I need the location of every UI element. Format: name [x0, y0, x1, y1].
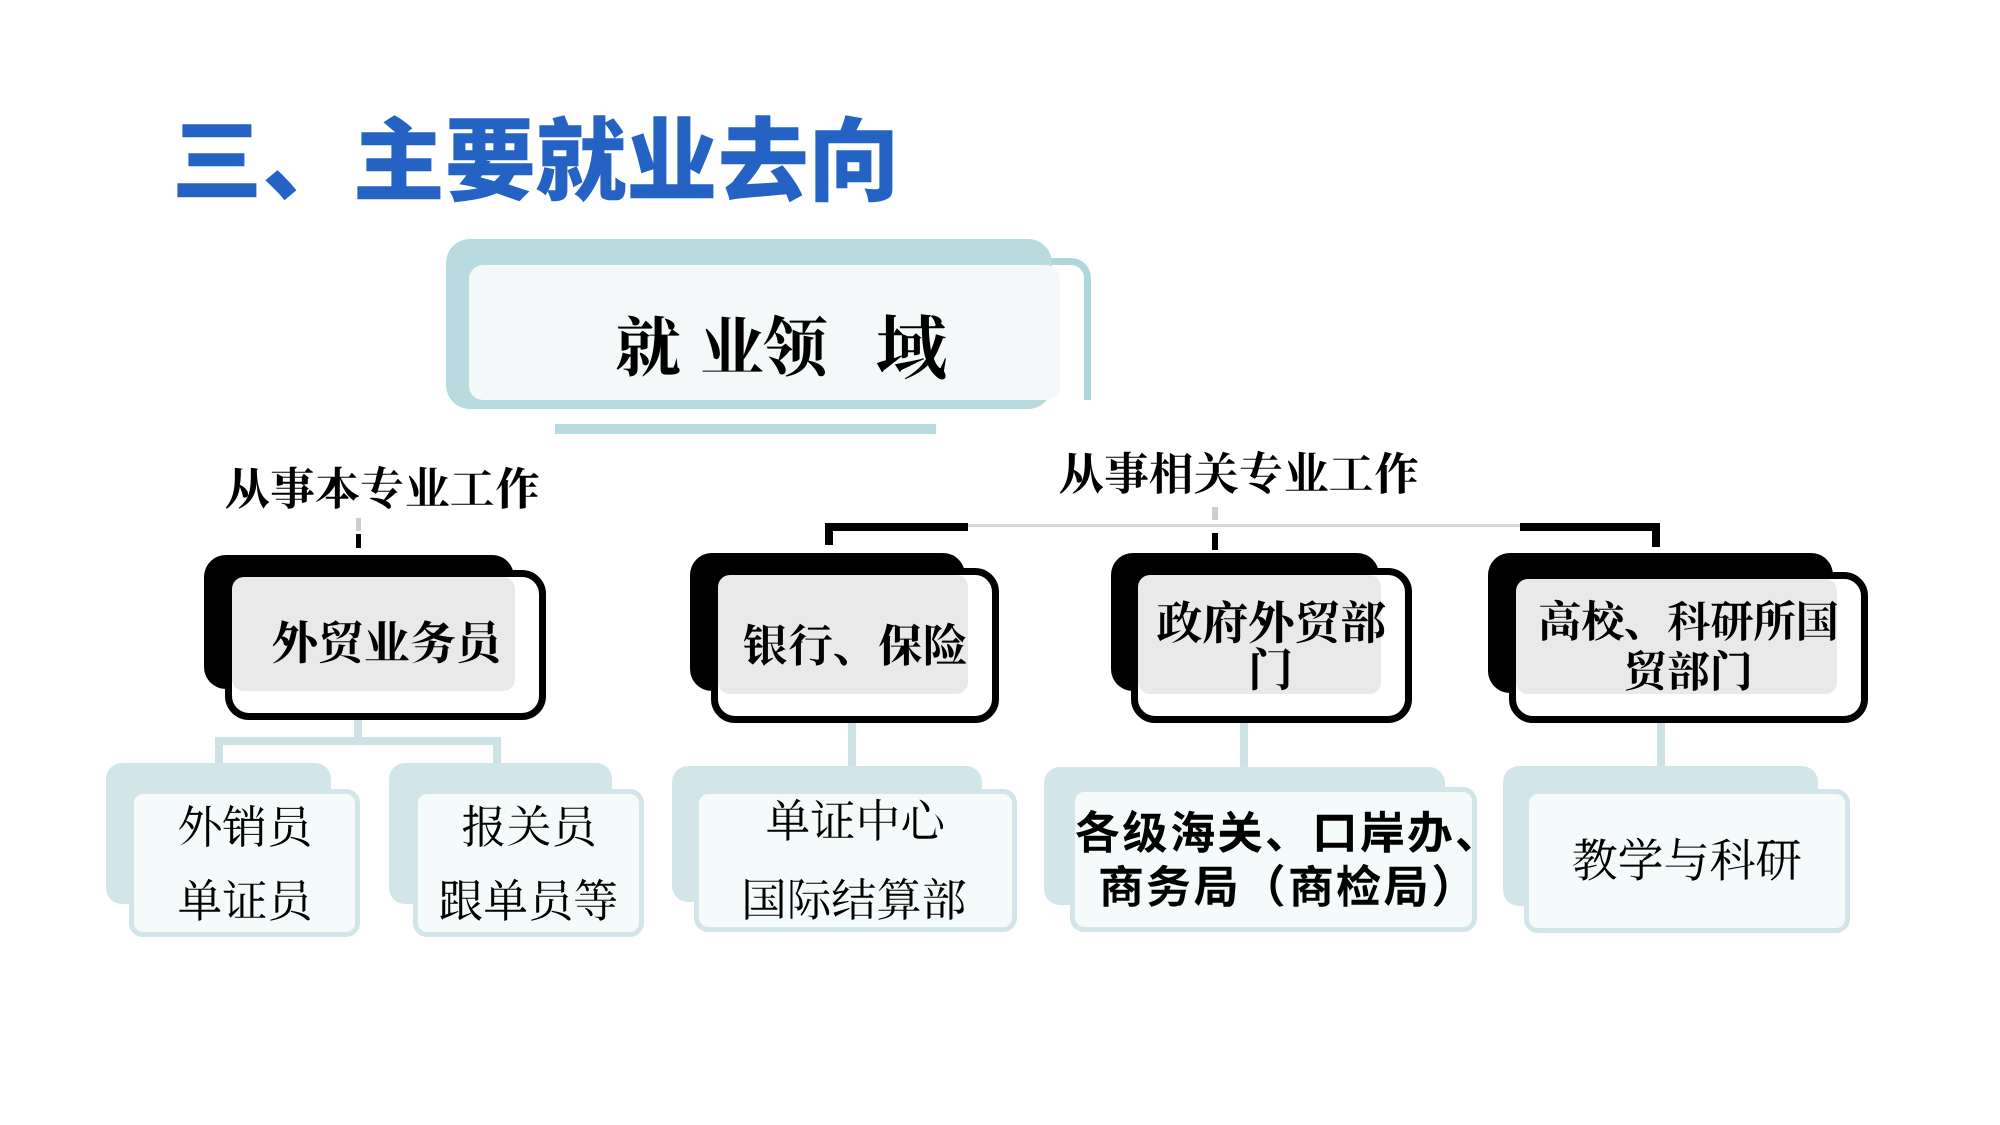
- connector-elbow-right-h: [1520, 523, 1660, 531]
- text-glyph-outline: [462, 804, 595, 847]
- connector-trunk-line: [968, 524, 1520, 527]
- node-zhengfu-label-line1: [1157, 600, 1386, 644]
- subnode-haiguan-label-line2: [1100, 864, 1447, 908]
- text-glyph-outline: [440, 879, 617, 922]
- subnode-baoguanyuan-label-line2: [440, 879, 617, 922]
- text-glyph-outline: [876, 314, 946, 380]
- connector-elbow-left-h: [827, 523, 968, 531]
- text-glyph-outline: [1157, 600, 1386, 644]
- subnode-waixiaoyuan-label-line2: [179, 878, 310, 921]
- text-glyph-outline: [1252, 647, 1291, 691]
- branch-left-label-text: [225, 466, 539, 510]
- subnode-waixiaoyuan-frame: [129, 789, 360, 937]
- subnode-danzheng-label-line1: [767, 798, 944, 841]
- node-gaoxiao-label-line2: [1626, 649, 1751, 691]
- root-underline-bar: [555, 424, 936, 434]
- slide-title-text: [177, 115, 893, 203]
- text-glyph-outline: [225, 466, 539, 510]
- subnode-danzheng-label-line2: [745, 878, 966, 921]
- connector-dash-right-black: [1212, 533, 1218, 550]
- text-glyph-outline: [179, 805, 310, 848]
- node-yinhang-label-line1: [743, 622, 966, 666]
- node-zhengfu-label-line2: [1252, 647, 1291, 691]
- branch-right-label-text: [1059, 451, 1418, 495]
- text-glyph-outline: [1075, 809, 1471, 853]
- text-glyph-outline: [767, 798, 944, 841]
- text-glyph-outline: [1626, 649, 1751, 691]
- text-glyph-outline: [179, 878, 310, 921]
- connector-elbow-right-v: [1652, 523, 1660, 547]
- connector-box4-line: [1657, 722, 1665, 767]
- text-glyph-outline: [745, 878, 966, 921]
- text-glyph-outline: [1540, 599, 1837, 641]
- text-glyph-outline: [1573, 837, 1801, 881]
- text-glyph-outline: [272, 620, 499, 664]
- subnode-waixiaoyuan-label-line1: [179, 805, 310, 848]
- connector-dash-right-gray: [1212, 507, 1218, 520]
- connector-box1-bar: [215, 737, 501, 745]
- node-gaoxiao-label-line1: [1540, 599, 1837, 641]
- text-glyph-outline: [177, 115, 893, 203]
- root-label-text-2: [876, 314, 946, 380]
- connector-box1-drop-left: [215, 737, 223, 766]
- root-front-box: [469, 265, 1060, 400]
- connector-elbow-left-v: [825, 523, 833, 545]
- text-glyph-outline: [1100, 864, 1447, 908]
- subnode-haiguan-label-line1: [1075, 809, 1471, 853]
- connector-box2-line: [848, 723, 856, 767]
- subnode-jiaoxue-frame: [1524, 789, 1850, 933]
- text-glyph-outline: [743, 622, 966, 666]
- text-glyph-outline: [616, 314, 827, 377]
- text-glyph-outline: [1059, 451, 1418, 495]
- connector-dash-left-black: [356, 534, 361, 548]
- subnode-baoguanyuan-label-line1: [462, 804, 595, 847]
- subnode-jiaoxue-label-line1: [1573, 837, 1801, 881]
- connector-box3-line: [1240, 723, 1248, 768]
- connector-box1-drop-right: [493, 737, 501, 766]
- connector-dash-left-gray: [356, 518, 361, 531]
- node-waimao-label-line1: [272, 620, 499, 664]
- connector-box1-stub: [354, 719, 362, 738]
- subnode-haiguan-frame: [1070, 787, 1477, 932]
- root-label-text: [616, 314, 827, 377]
